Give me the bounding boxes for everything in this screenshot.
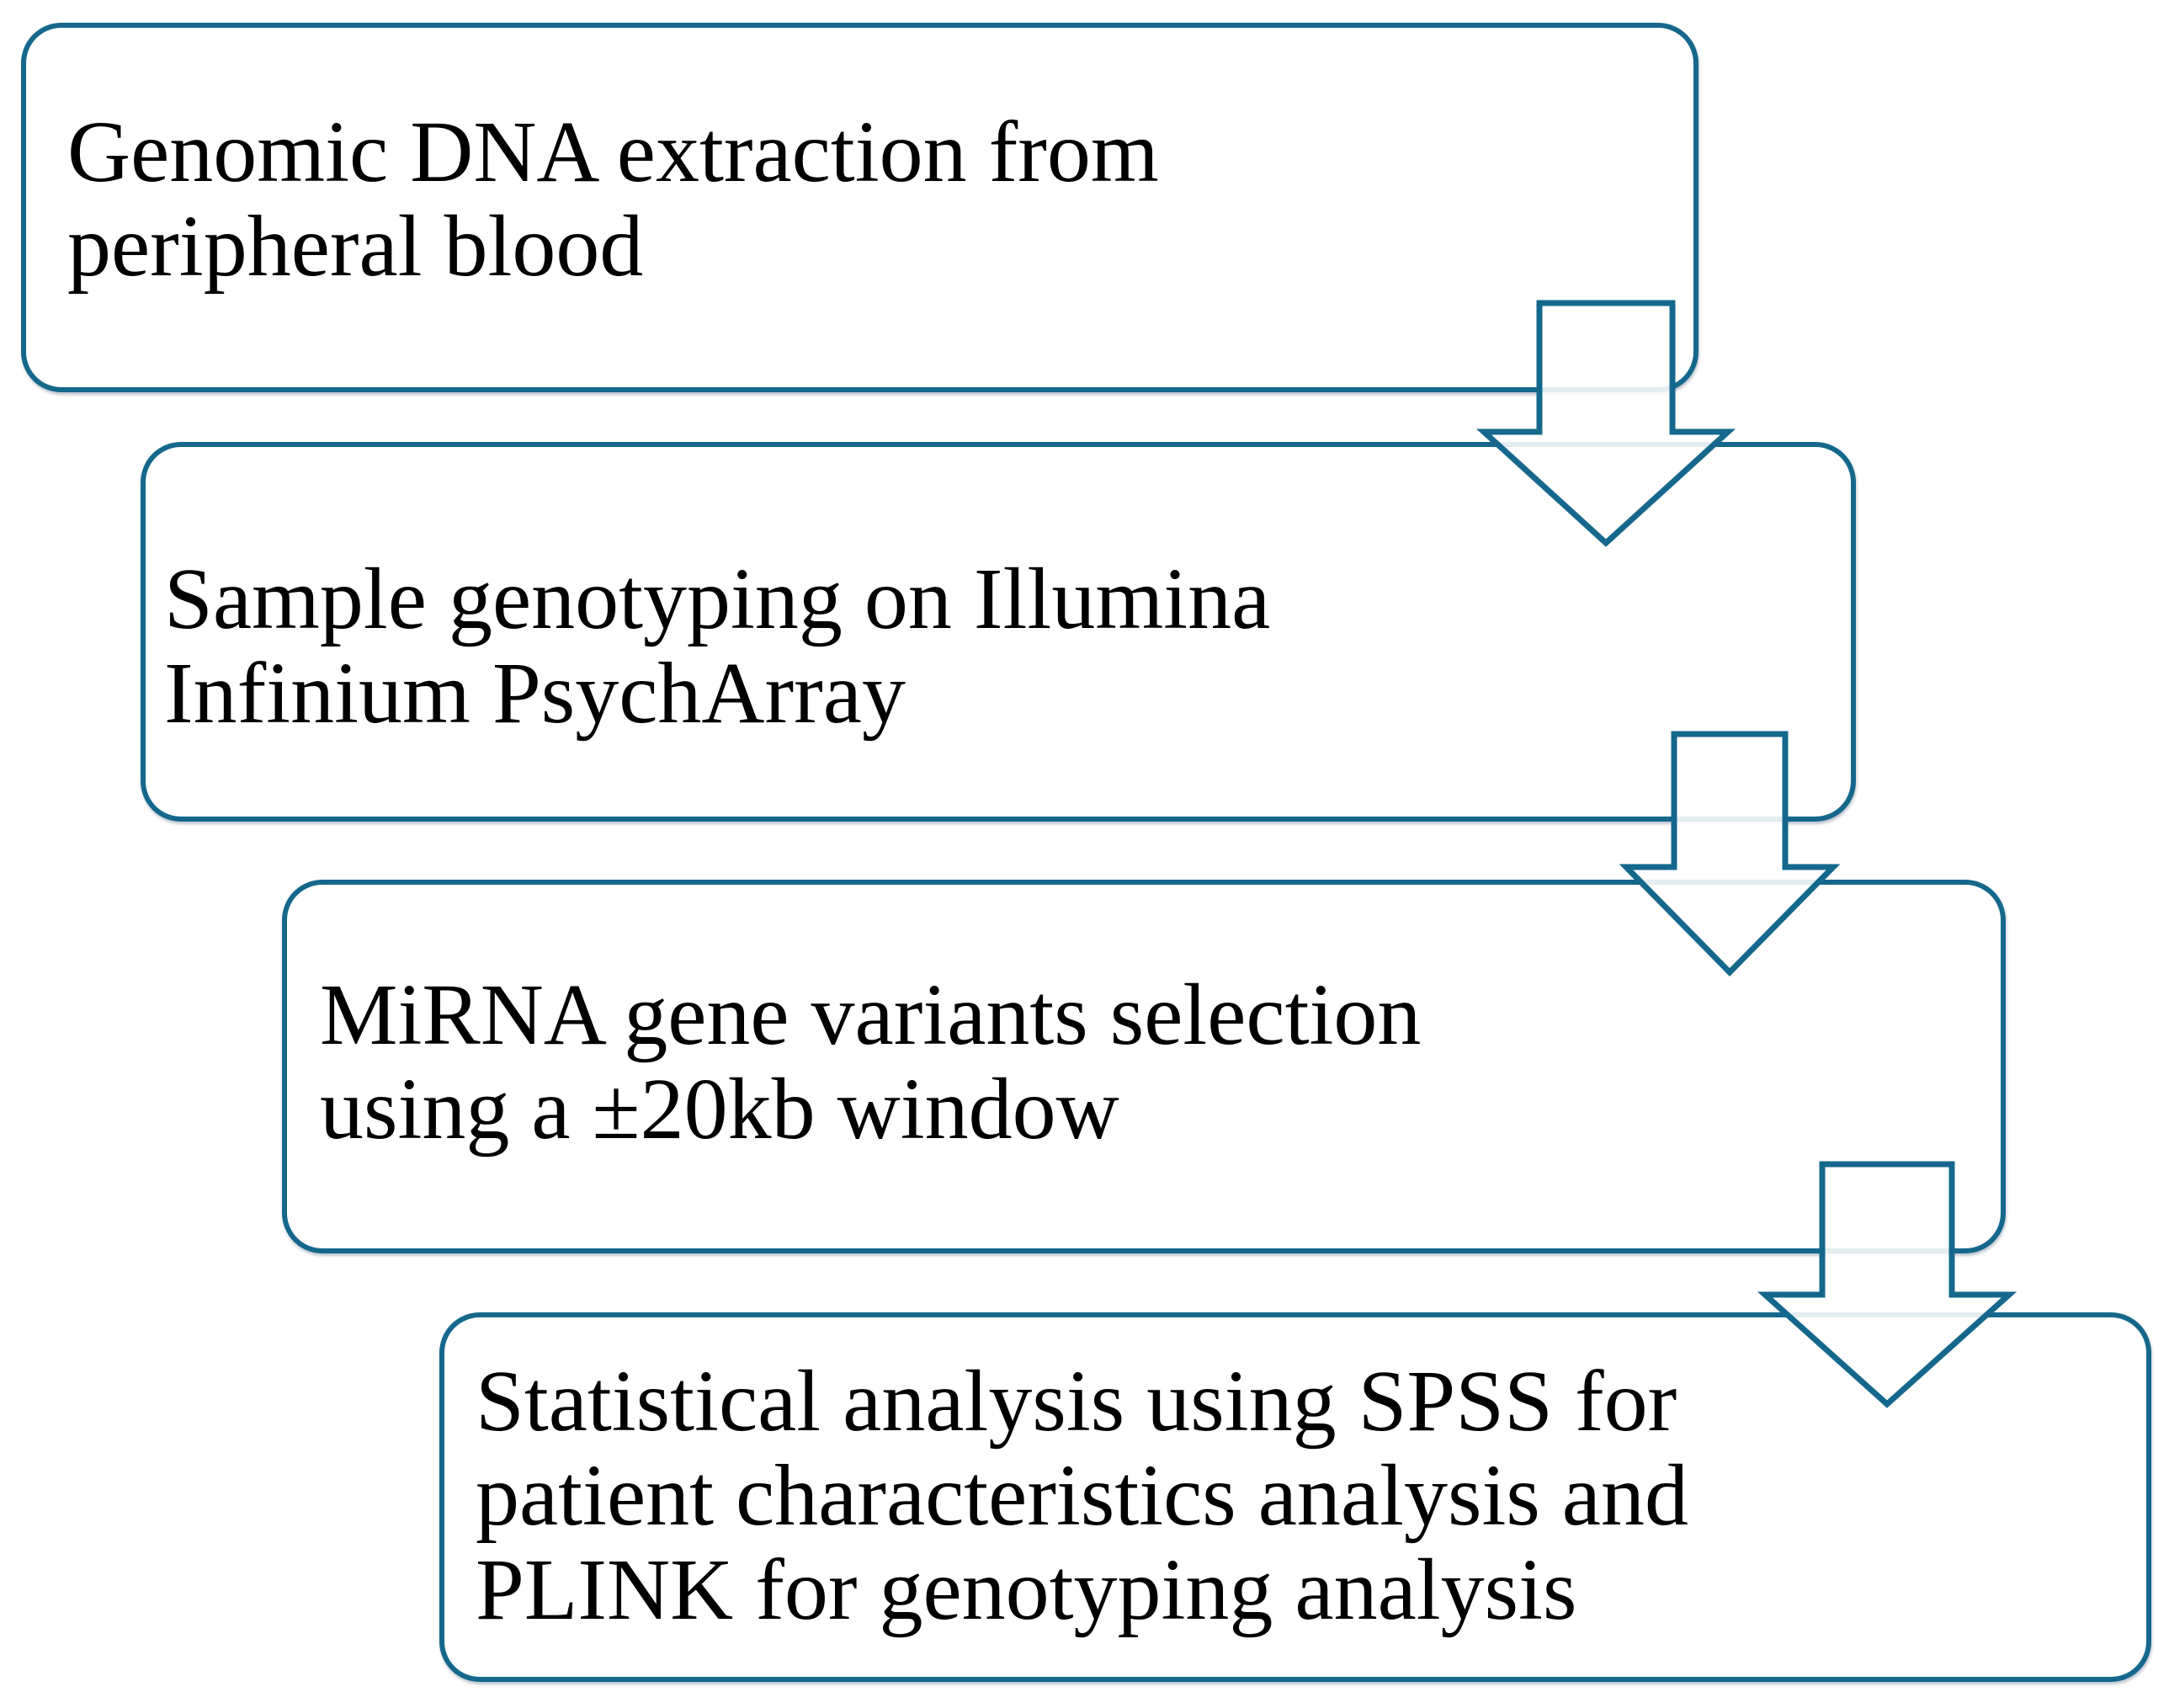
step-4-line-1: Statistical analysis using SPSS for	[476, 1353, 1677, 1450]
step-2-box	[141, 442, 1856, 822]
step-4-box	[439, 1312, 2151, 1682]
step-3-line-1: MiRNA gene variants selection	[320, 966, 1422, 1063]
arrow-step1-to-step2-icon	[1475, 300, 1736, 547]
arrow-step2-to-step3-icon	[1619, 731, 1841, 976]
step-1-box	[21, 23, 1699, 392]
step-2-label: Sample genotyping on Illumina Infinium P…	[164, 552, 1270, 741]
step-2-line-1: Sample genotyping on Illumina	[164, 551, 1271, 647]
step-1-label: Genomic DNA extraction from peripheral b…	[67, 105, 1159, 294]
step-1-line-1: Genomic DNA extraction from	[67, 104, 1159, 200]
step-3-box	[282, 880, 2006, 1253]
step-3-label: MiRNA gene variants selection using a ±2…	[320, 968, 1421, 1157]
step-3-line-2: using a ±20kb window	[320, 1061, 1119, 1157]
arrow-step3-to-step4-icon	[1757, 1161, 2017, 1408]
step-1-line-2: peripheral blood	[67, 198, 644, 295]
step-4-line-2: patient characteristics analysis and	[476, 1447, 1688, 1544]
step-4-label: Statistical analysis using SPSS for pati…	[476, 1354, 1688, 1637]
step-4-line-3: PLINK for genotyping analysis	[476, 1541, 1577, 1638]
step-2-line-2: Infinium PsychArray	[164, 645, 906, 742]
